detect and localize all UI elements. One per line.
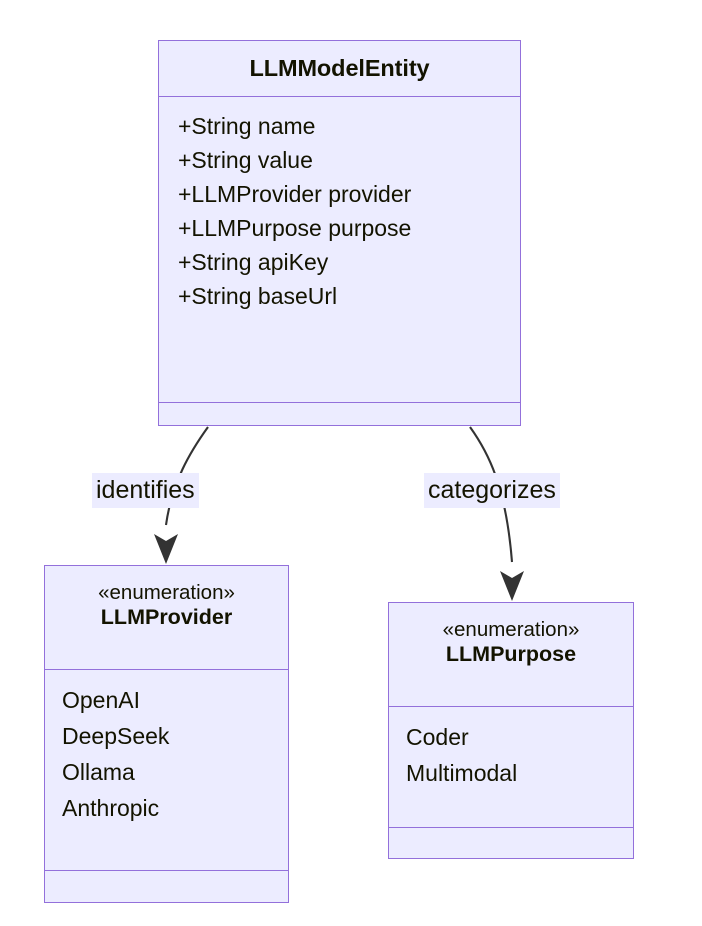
edge-categorizes-arrowhead: [500, 571, 524, 601]
enum-node-header: «enumeration» LLMPurpose: [389, 603, 633, 707]
class-attribute: +String name: [178, 112, 316, 139]
enum-values-compartment: Coder Multimodal: [389, 707, 633, 827]
class-attributes-compartment: +String name +String value +LLMProvider …: [159, 97, 520, 402]
enum-node-header: «enumeration» LLMProvider: [45, 566, 288, 670]
edge-label-categorizes: categorizes: [424, 473, 560, 508]
class-attribute: +String apiKey: [178, 248, 329, 275]
class-attribute: +LLMProvider provider: [178, 180, 412, 207]
enum-node-llmprovider[interactable]: «enumeration» LLMProvider OpenAI DeepSee…: [44, 565, 289, 903]
enum-value: OpenAI: [62, 687, 140, 713]
class-attribute: +String baseUrl: [178, 282, 338, 309]
enum-methods-compartment: [45, 870, 288, 902]
class-attribute: +LLMPurpose purpose: [178, 214, 412, 241]
enum-methods-compartment: [389, 827, 633, 858]
enum-value: Anthropic: [62, 795, 160, 821]
enum-value: Coder: [406, 724, 469, 750]
enum-value: Multimodal: [406, 760, 518, 786]
edge-identifies-arrowhead: [154, 534, 178, 564]
class-attribute: +String value: [178, 146, 313, 173]
class-methods-compartment: [159, 402, 520, 425]
enum-value: DeepSeek: [62, 723, 170, 749]
class-node-header: LLMModelEntity: [159, 41, 520, 97]
enum-title: LLMPurpose: [445, 641, 577, 666]
class-title: LLMModelEntity: [249, 55, 430, 81]
class-node-llmmodelentity[interactable]: LLMModelEntity +String name +String valu…: [158, 40, 521, 426]
enum-value: Ollama: [62, 759, 135, 785]
enum-stereotype-label: «enumeration»: [442, 618, 580, 641]
edge-label-identifies: identifies: [92, 473, 199, 508]
enum-title: LLMProvider: [100, 604, 233, 629]
enum-stereotype-label: «enumeration»: [98, 581, 235, 604]
enum-values-compartment: OpenAI DeepSeek Ollama Anthropic: [45, 670, 288, 870]
enum-node-llmpurpose[interactable]: «enumeration» LLMPurpose Coder Multimoda…: [388, 602, 634, 859]
